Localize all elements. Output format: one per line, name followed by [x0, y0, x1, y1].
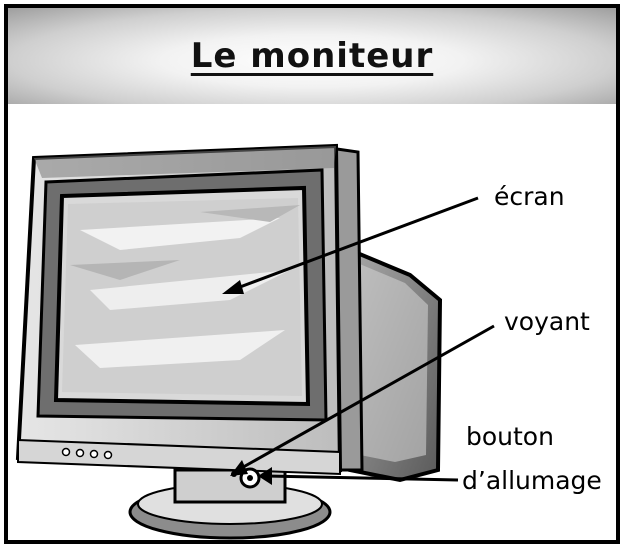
panel-button-2 [77, 450, 84, 457]
panel-button-3 [91, 451, 98, 458]
label-power-button-line1: bouton [466, 422, 554, 451]
monitor-screen [56, 188, 308, 404]
label-indicator: voyant [504, 307, 590, 336]
panel-button-4 [105, 452, 112, 459]
monitor-stand [130, 470, 330, 538]
label-screen: écran [494, 182, 565, 211]
panel-button-1 [63, 449, 70, 456]
label-power-button-line2: d’allumage [462, 466, 602, 495]
